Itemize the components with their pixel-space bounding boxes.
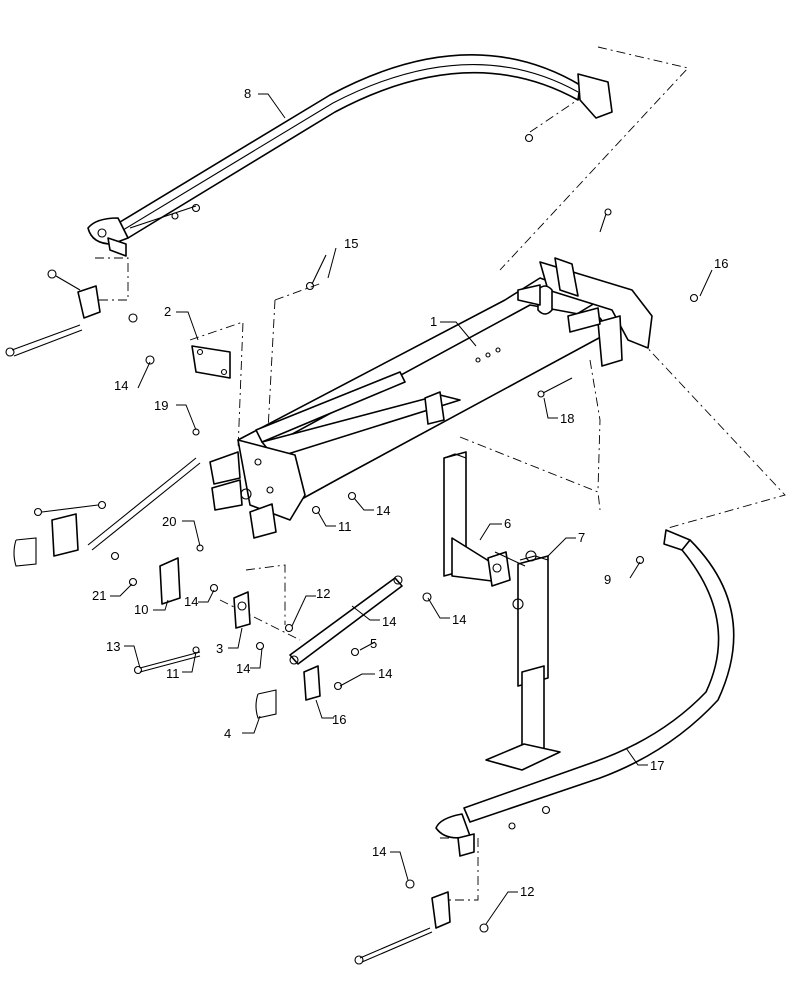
lower-right-hardware	[354, 879, 489, 965]
callout-7: 7	[578, 530, 585, 545]
callout-14: 9	[604, 572, 611, 587]
plate-part-2	[145, 345, 231, 379]
callout-14: 14	[376, 503, 390, 518]
plate-part-10	[128, 544, 204, 605]
callout-10: 10	[134, 602, 148, 617]
leader-lines	[110, 93, 713, 925]
callout-8: 8	[244, 86, 251, 101]
upper-left-hardware	[5, 203, 201, 357]
callout-13: 13	[106, 639, 120, 654]
callout-14: 5	[370, 636, 377, 651]
callout-11: 11	[338, 519, 352, 534]
callout-labels: 8 15 16 1 2 14 19 18 14 11 20 6 7 21 10 …	[92, 86, 728, 899]
stand-part-6	[443, 451, 511, 587]
left-linkage	[13, 457, 201, 567]
callout-14: 14	[452, 612, 466, 627]
callout-4: 16	[332, 712, 346, 727]
callout-14: 14	[114, 378, 128, 393]
callout-1: 1	[430, 314, 437, 329]
callout-11: 11	[166, 666, 180, 681]
clevis-part-4	[255, 647, 360, 719]
callout-20: 20	[162, 514, 176, 529]
callout-12: 12	[316, 586, 330, 601]
callout-16: 16	[714, 256, 728, 271]
callout-14: 14	[372, 844, 386, 859]
lower-arm-part-9	[435, 529, 735, 857]
callout-3: 3	[216, 641, 223, 656]
callout-16: 14	[378, 666, 392, 681]
jack-part-7	[485, 550, 561, 771]
callout-5: 14	[382, 614, 396, 629]
callout-17: 4	[224, 726, 231, 741]
misc-hardware	[192, 208, 699, 436]
hardware-parts-3-11-12-13	[133, 491, 357, 675]
upper-arm-part-8	[87, 54, 613, 257]
callout-21: 21	[92, 588, 106, 603]
callout-2: 2	[164, 304, 171, 319]
main-frame-part-1	[209, 257, 653, 539]
strut-part-5	[255, 575, 432, 665]
callout-9: 17	[650, 758, 664, 773]
callout-6: 6	[504, 516, 511, 531]
callout-15: 15	[344, 236, 358, 251]
callout-19: 19	[154, 398, 168, 413]
callout-14: 14	[236, 661, 250, 676]
callout-12: 12	[520, 884, 534, 899]
callout-14: 14	[184, 594, 198, 609]
callout-18: 18	[560, 411, 574, 426]
